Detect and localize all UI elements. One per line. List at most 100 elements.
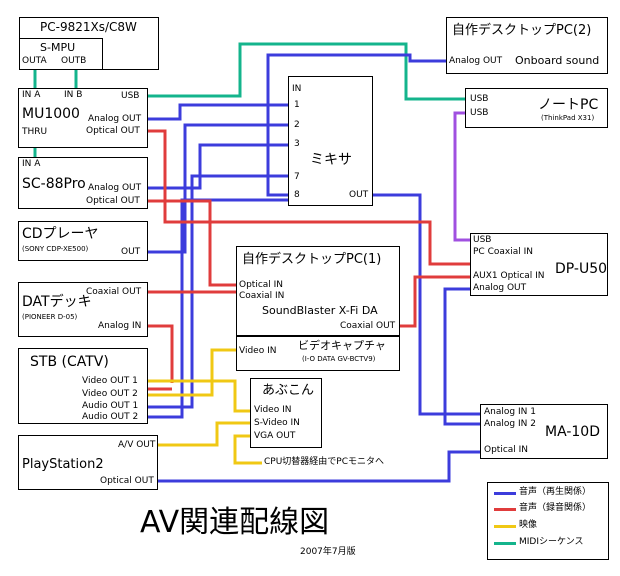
legend-label-recording: 音声（録音関係） [519,503,592,513]
mixer-ch1: 1 [294,100,300,110]
mixer-ch2: 2 [294,120,300,130]
device-mu1000 [18,88,148,148]
device-abucon [250,378,322,448]
mu1000-analog-out: Analog OUT [88,114,142,124]
pc9821-smpu-label: S-MPU [40,41,76,54]
dpu50-usb: USB [473,235,492,245]
stb-audio-out-2: Audio OUT 2 [82,412,139,422]
legend-label-midi: MIDIシーケンス [519,537,584,547]
pc9821-title: PC-9821Xs/C8W [40,20,137,34]
pc2-analog-out: Analog OUT [449,56,503,66]
wire-notepc-usb-dpu50 [453,111,470,242]
dat-title: DATデッキ [22,294,92,310]
cd-model: (SONY CDP-XE500) [22,245,89,253]
mu1000-title: MU1000 [22,106,80,122]
cd-title: CDプレーヤ [22,226,99,242]
pc1-video-in: Video IN [239,346,277,356]
mu1000-usb: USB [121,91,140,101]
legend-label-video: 映像 [519,520,538,530]
ma10d-analog-in-2: Analog IN 2 [484,419,536,429]
mixer-title: ミキサ [310,152,352,168]
pc1-coaxial-in: Coaxial IN [239,291,285,301]
mixer-out: OUT [349,190,369,200]
pc1-soundcard: SoundBlaster X-Fi DA [262,304,378,317]
legend-swatch-midi [494,542,516,545]
wire-abucon-vga-monitor [233,434,262,465]
pc9821-outb: OUTB [61,56,87,66]
wire-pc1-coaxial-dpu50 [400,275,470,328]
dat-model: (PIONEER D-05) [22,313,78,321]
legend-swatch-recording [494,508,516,511]
device-dp-u50 [470,233,608,296]
device-desktop-pc1 [236,246,400,336]
pc1-capture: ビデオキャプチャ [298,339,386,352]
sc88-optical-out: Optical OUT [86,196,140,206]
mixer-ch8: 8 [294,190,300,200]
ps2-title: PlayStation2 [22,457,104,472]
pc9821-smpu-card [19,38,103,70]
pc1-capture-card [236,336,400,371]
device-playstation2 [18,435,158,490]
dat-analog-in: Analog IN [98,321,142,331]
wire-dat-analog-stb [148,324,174,383]
abucon-vga-out: VGA OUT [254,431,296,441]
wire-mixer-out-ma10d-in2 [373,193,480,416]
dpu50-aux1-optical-in: AUX1 Optical IN [473,271,545,281]
sc88-analog-out: Analog OUT [88,183,142,193]
wire-stb-video1-abucon [148,379,250,413]
stb-video-out-1: Video OUT 1 [82,376,138,386]
notepc-usb-1: USB [470,94,489,104]
stb-title: STB (CATV) [30,354,109,370]
pc9821-outa: OUTA [22,56,47,66]
legend-swatch-playback [494,492,516,495]
diagram-title: AV関連配線図 [140,505,330,540]
mixer-ch7: 7 [294,172,300,182]
mu1000-thru: THRU [22,127,48,137]
notepc-usb-2: USB [470,108,489,118]
wire-mu1000-optical-pc1 [148,129,470,266]
wire-ps2-optical-ma10d [158,450,480,483]
cd-out: OUT [121,247,141,257]
pc1-capture-model: (I-O DATA GV-BCTV9) [302,355,376,363]
pc1-optical-in: Optical IN [239,280,284,290]
wire-dpu50-analog-ma10d-in1 [443,287,480,426]
dpu50-analog-out: Analog OUT [473,283,527,293]
stb-audio-out-1: Audio OUT 1 [82,401,139,411]
abucon-video-in: Video IN [254,405,292,415]
mixer-ch3: 3 [294,139,300,149]
pc1-coaxial-out: Coaxial OUT [340,321,396,331]
mu1000-optical-out: Optical OUT [86,126,140,136]
wire-mu1000-analog-mixer2 [148,103,288,121]
ps2-av-out: A/V OUT [118,440,156,450]
sc88-in-a: IN A [22,159,41,169]
wire-ps2-av-abucon [158,421,250,447]
abucon-title: あぶこん [262,383,315,398]
ma10d-title: MA-10D [545,424,600,440]
pc2-onboard-sound: Onboard sound [515,54,600,67]
wire-stb-audio2-mixer [148,198,288,419]
abucon-svideo-in: S-Video IN [254,418,300,428]
legend-swatch-video [494,525,516,528]
device-stb-catv [18,348,148,424]
ma10d-analog-in-1: Analog IN 1 [484,407,536,417]
dpu50-title: DP-U50 [555,261,608,277]
vga-route-note: CPU切替器経由でPCモニタへ [264,457,385,467]
wire-sc88-analog-mixer3 [148,143,288,190]
sc88-title: SC-88Pro [22,176,86,192]
dat-coaxial-out: Coaxial OUT [86,287,142,297]
stb-video-out-2: Video OUT 2 [82,389,138,399]
device-mixer [288,76,373,206]
device-note-pc [465,88,608,128]
device-ma-10d [480,404,608,459]
mu1000-in-a: IN A [22,90,41,100]
mixer-in: IN [292,84,302,94]
pc2-title: 自作デスクトップPC(2) [452,23,592,38]
device-dat-deck [18,282,148,337]
dpu50-pc-coaxial-in: PC Coaxial IN [473,247,533,257]
notepc-model: (ThinkPad X31) [541,114,595,122]
legend [487,482,609,560]
wire-pc2-analog-mixer8 [266,53,446,197]
legend-label-playback: 音声（再生関係） [519,487,592,497]
device-desktop-pc2 [446,17,608,74]
